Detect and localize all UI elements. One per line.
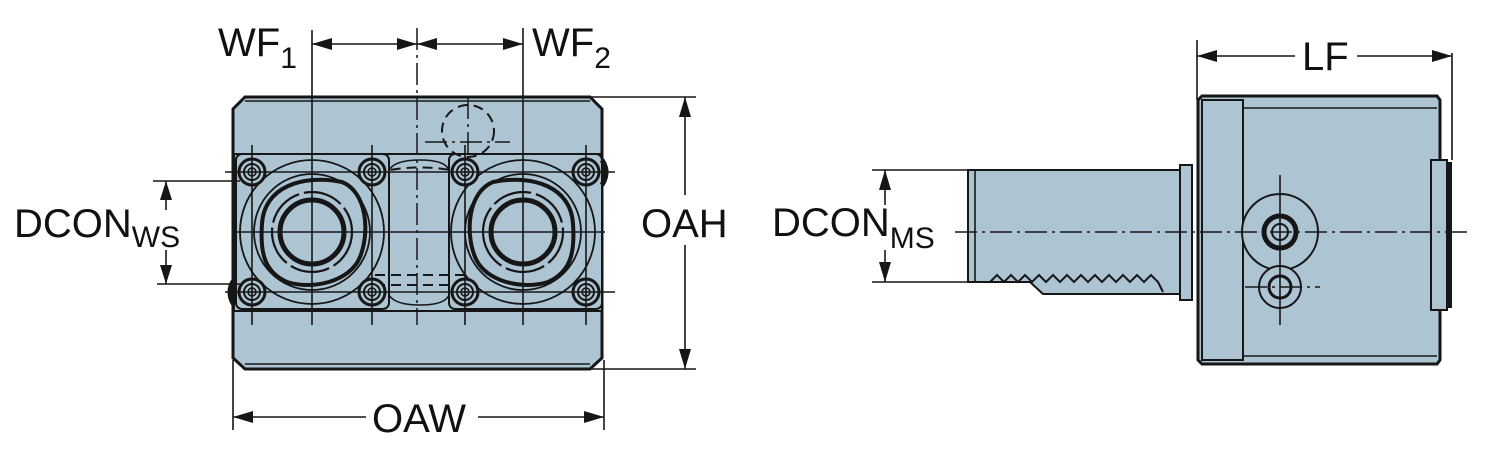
dcon-ms-label: DCONMS	[772, 201, 935, 255]
oah-label: OAH	[641, 202, 728, 246]
dcon-ws-label: DCONWS	[14, 202, 180, 254]
oaw-label: OAW	[372, 397, 466, 441]
oaw-dimension	[232, 360, 605, 430]
dcon-ms-dimension	[872, 169, 970, 283]
oah-dimension	[590, 96, 696, 370]
head-body	[1196, 94, 1442, 366]
center-bridge	[388, 159, 450, 306]
side-view: LF DCONMS	[772, 35, 1472, 366]
shank-thread	[989, 273, 1164, 293]
wf1-label: WF1	[218, 21, 297, 75]
lf-dimension	[1196, 40, 1453, 160]
wf2-label: WF2	[532, 21, 611, 75]
rear-key	[1430, 159, 1448, 311]
dcon-ws-dimension	[153, 180, 240, 285]
lf-label: LF	[1302, 35, 1349, 79]
front-view: WF1 WF2 DCONWS OAH	[14, 21, 728, 441]
wf-dimension	[312, 38, 523, 50]
head-flange	[1201, 99, 1244, 361]
